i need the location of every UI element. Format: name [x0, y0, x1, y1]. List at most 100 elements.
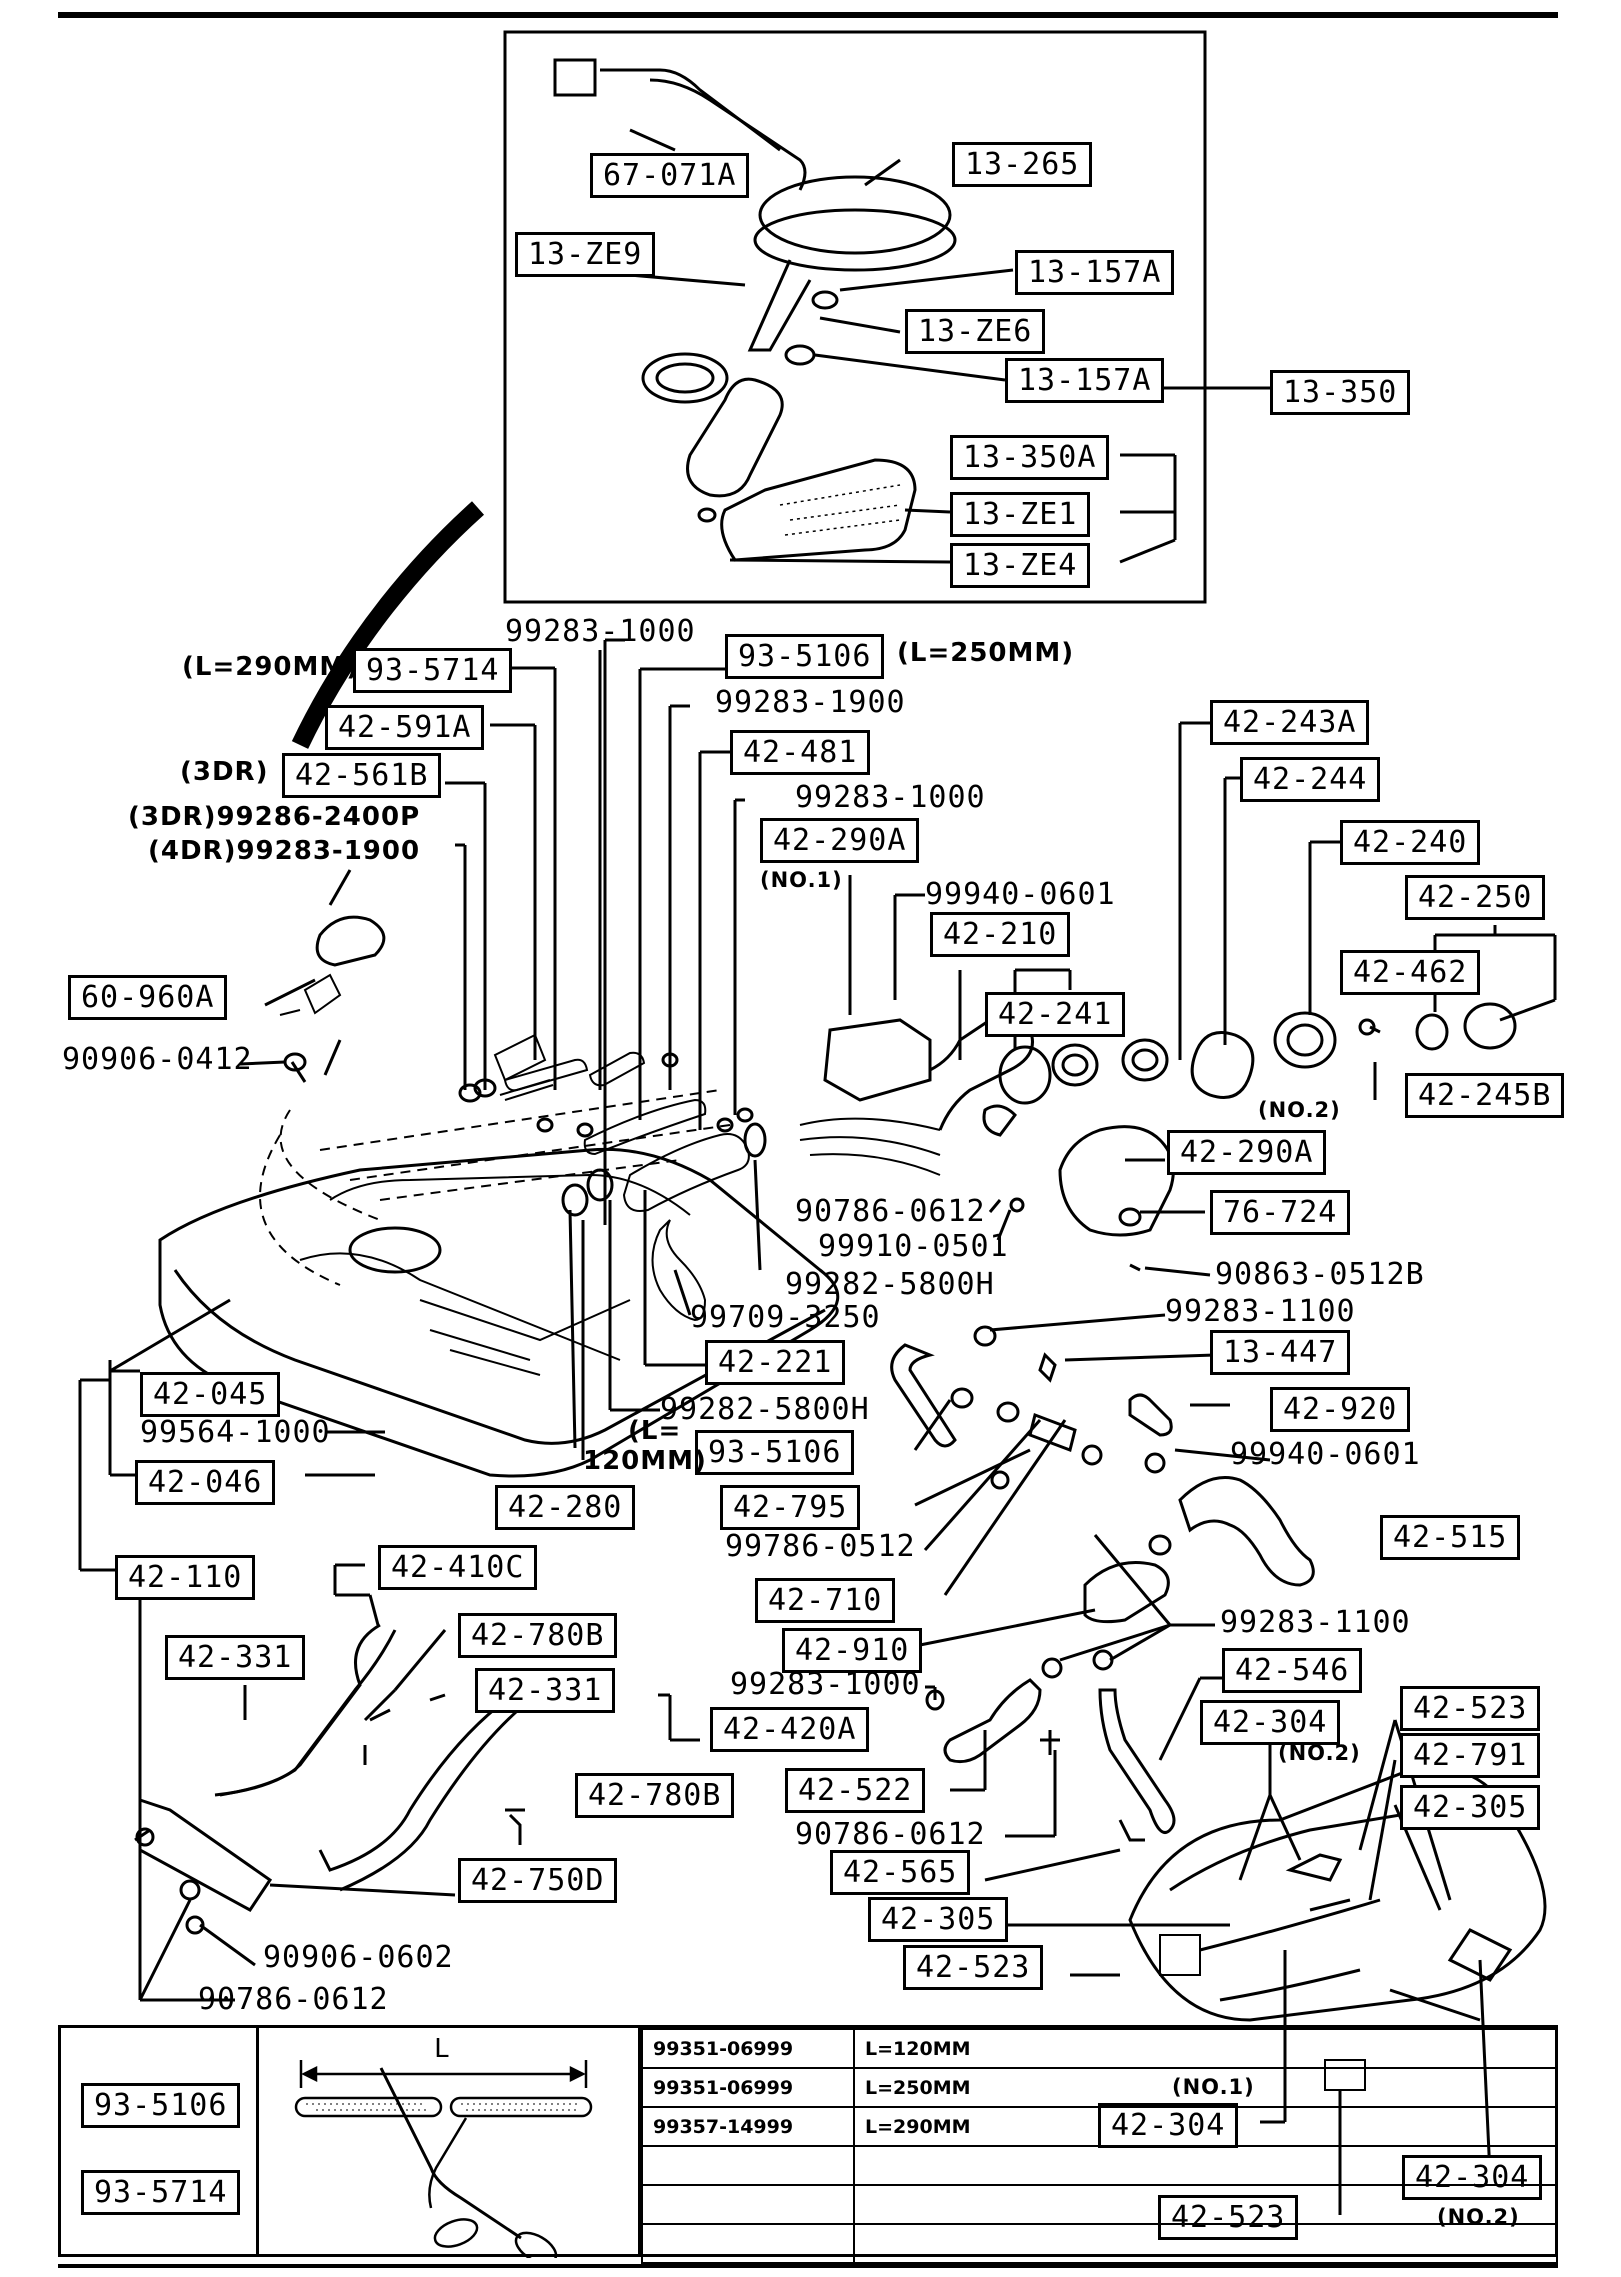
part-42-910: 42-910: [782, 1628, 923, 1673]
row-length: [853, 2184, 1558, 2225]
part-93-5714: 93-5714: [353, 648, 513, 693]
table-part-93-5714: 93-5714: [81, 2170, 241, 2215]
part-42-565: 42-565: [830, 1850, 971, 1895]
part-42-546: 42-546: [1222, 1648, 1363, 1693]
part-99283-1000-a: 99283-1000: [505, 614, 696, 649]
label-no2-a: (NO.2): [1258, 1098, 1341, 1122]
hose-part-column: 93-5106 93-5714: [61, 2028, 259, 2254]
length-250: (L=250MM): [897, 638, 1075, 668]
part-42-780B-b: 42-780B: [575, 1773, 735, 1818]
cap-99283-1900: [315, 915, 386, 967]
table-row: [641, 2145, 1558, 2186]
label-no1-a: (NO.1): [760, 868, 843, 892]
part-99283-1100-b: 99283-1100: [1220, 1605, 1411, 1640]
top-border-rule: [58, 12, 1558, 18]
part-99910-0501: 99910-0501: [818, 1229, 1009, 1264]
row-length: L=290MM: [853, 2106, 1558, 2147]
car-body-outline: [1128, 1766, 1547, 2022]
part-42-240: 42-240: [1340, 820, 1481, 865]
part-42-462: 42-462: [1340, 950, 1481, 995]
row-length: L=120MM: [853, 2028, 1558, 2069]
part-60-960A: 60-960A: [68, 975, 228, 1020]
pump-motor: [686, 377, 784, 498]
part-99283-1000-c: 99283-1000: [730, 1667, 921, 1702]
cutting-diagram: [294, 2060, 593, 2258]
part-13-ZE9: 13-ZE9: [515, 232, 656, 277]
seal-ring-13-ZE9: [641, 352, 729, 404]
label-3dr-99286-2400P: (3DR)99286-2400P: [128, 802, 421, 832]
gasket-42-244: [1190, 1031, 1255, 1099]
part-42-250: 42-250: [1405, 875, 1546, 920]
bottom-border-rule: [58, 2264, 1558, 2268]
part-90906-0412: 90906-0412: [62, 1042, 253, 1077]
part-76-724: 76-724: [1210, 1190, 1351, 1235]
pump-strainer: [720, 458, 917, 562]
part-13-ZE6: 13-ZE6: [905, 309, 1046, 354]
part-42-245B: 42-245B: [1405, 1073, 1565, 1118]
part-42-243A: 42-243A: [1210, 700, 1370, 745]
part-42-410C: 42-410C: [378, 1545, 538, 1590]
part-42-523-b: 42-523: [903, 1945, 1044, 1990]
part-90863-0512B: 90863-0512B: [1215, 1257, 1425, 1292]
part-42-791: 42-791: [1400, 1733, 1541, 1778]
strap-42-331-b: [318, 1688, 521, 1872]
row-length: L=250MM: [853, 2067, 1558, 2108]
part-42-210: 42-210: [930, 912, 1071, 957]
part-42-522: 42-522: [785, 1768, 926, 1813]
part-13-ZE4: 13-ZE4: [950, 543, 1091, 588]
part-13-265: 13-265: [952, 142, 1093, 187]
pump-wire-harness: [553, 58, 781, 152]
part-42-561B: 42-561B: [282, 753, 442, 798]
table-row: [641, 2184, 1558, 2225]
part-13-157A-lower: 13-157A: [1005, 358, 1165, 403]
length-120-suffix: 120MM): [583, 1446, 707, 1476]
row-part: 99351-06999: [641, 2028, 855, 2069]
part-42-795: 42-795: [720, 1485, 861, 1530]
row-part: 99351-06999: [641, 2067, 855, 2108]
part-42-045: 42-045: [140, 1372, 281, 1417]
part-99940-0601-a: 99940-0601: [925, 877, 1116, 912]
pump-flange: [758, 175, 952, 255]
part-42-780B-a: 42-780B: [458, 1613, 618, 1658]
part-42-046: 42-046: [135, 1460, 276, 1505]
part-42-420A: 42-420A: [710, 1707, 870, 1752]
part-42-331-a: 42-331: [165, 1635, 306, 1680]
label-4dr-99283-1900: (4DR)99283-1900: [148, 836, 421, 866]
part-42-110: 42-110: [115, 1555, 256, 1600]
part-42-241: 42-241: [985, 992, 1126, 1037]
part-99786-0512: 99786-0512: [725, 1529, 916, 1564]
part-42-304-no2: 42-304: [1200, 1700, 1341, 1745]
part-42-750D: 42-750D: [458, 1858, 618, 1903]
table-part-93-5106: 93-5106: [81, 2083, 241, 2128]
label-3dr-a: (3DR): [180, 757, 269, 787]
clamp-99709-3250: [651, 1219, 707, 1322]
label-no2-b: (NO.2): [1278, 1741, 1361, 1765]
part-93-5106-a: 93-5106: [725, 634, 885, 679]
part-42-244: 42-244: [1240, 757, 1381, 802]
part-42-591A: 42-591A: [325, 705, 485, 750]
part-42-515: 42-515: [1380, 1515, 1521, 1560]
hose-cutting-illustration: L: [256, 2028, 641, 2258]
row-length: [853, 2145, 1558, 2186]
part-99940-0601-b: 99940-0601: [1230, 1437, 1421, 1472]
part-42-305-b: 42-305: [868, 1897, 1009, 1942]
filler-lid-42-290A: [1058, 1125, 1175, 1237]
length-290: (L=290MM): [182, 652, 360, 682]
row-length: [853, 2223, 1558, 2264]
dimension-L-label: L: [434, 2034, 451, 2064]
part-42-331-b: 42-331: [475, 1668, 616, 1713]
part-42-280: 42-280: [495, 1485, 636, 1530]
row-part: [641, 2223, 855, 2264]
part-13-157A-upper: 13-157A: [1015, 250, 1175, 295]
hose-42-515: [1178, 1476, 1315, 1587]
part-13-ZE1: 13-ZE1: [950, 492, 1091, 537]
part-13-350: 13-350: [1270, 370, 1411, 415]
length-120-prefix: (L=: [628, 1416, 682, 1446]
part-67-071A: 67-071A: [590, 153, 750, 198]
row-part: [641, 2145, 855, 2186]
part-90786-0612-b: 90786-0612: [795, 1817, 986, 1852]
part-90786-0612-a: 90786-0612: [795, 1194, 986, 1229]
